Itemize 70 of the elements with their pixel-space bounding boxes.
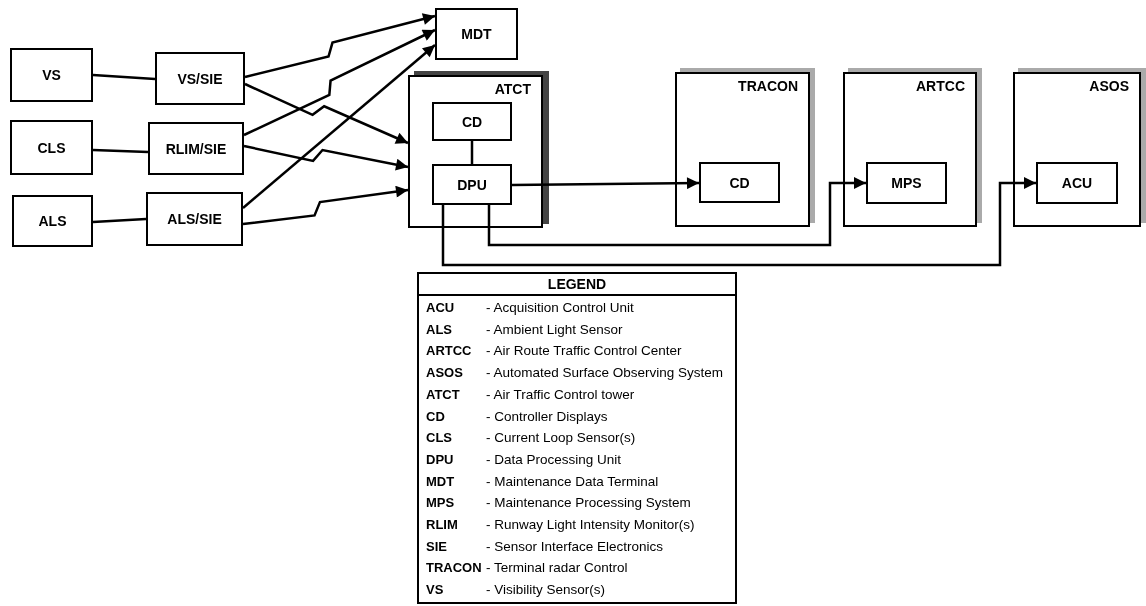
unit-box bbox=[699, 162, 780, 203]
legend-abbreviation: ASOS bbox=[426, 364, 463, 383]
unit-box bbox=[432, 164, 512, 205]
arrow bbox=[512, 177, 699, 190]
legend-abbreviation: TRACON bbox=[426, 559, 482, 578]
legend-abbreviation: CLS bbox=[426, 429, 452, 448]
unit-box bbox=[1036, 162, 1118, 204]
legend-abbreviation: ACU bbox=[426, 299, 455, 317]
connector-line bbox=[92, 148, 149, 154]
arrow bbox=[487, 177, 866, 247]
legend-definition: - Air Route Traffic Control Center bbox=[486, 342, 682, 361]
facility-label: ARTCC bbox=[916, 78, 965, 94]
unit-box bbox=[12, 195, 93, 247]
legend-definition: - Automated Surface Observing System bbox=[486, 364, 724, 383]
legend-definition: - Air Traffic Control tower bbox=[486, 385, 635, 404]
legend-definition: - Terminal radar Control bbox=[486, 559, 628, 578]
wireless-link-arrow bbox=[243, 144, 409, 171]
legend-abbreviation: MPS bbox=[426, 494, 455, 513]
legend-title: LEGEND bbox=[419, 274, 735, 296]
legend-abbreviation: SIE bbox=[426, 537, 447, 556]
legend-definition: - Maintenance Processing System bbox=[486, 494, 691, 513]
legend-definition: - Visibility Sensor(s) bbox=[486, 581, 606, 600]
legend-definition: - Acquisition Control Unit bbox=[486, 299, 634, 317]
legend-definition: - Data Processing Unit bbox=[486, 450, 622, 469]
legend-abbreviation: VS bbox=[426, 581, 444, 600]
unit-label: VS/SIE bbox=[177, 70, 223, 87]
connector-line bbox=[92, 217, 147, 224]
unit-label: VS bbox=[42, 67, 61, 83]
facility-label: ATCT bbox=[494, 81, 531, 97]
legend-definition: - Current Loop Sensor(s) bbox=[486, 429, 636, 448]
unit-label: CLS bbox=[37, 139, 66, 156]
legend-abbreviation: CD bbox=[426, 407, 445, 426]
facility-label: ASOS bbox=[1089, 78, 1129, 94]
legend-definition: - Maintenance Data Terminal bbox=[486, 472, 659, 491]
connector-line bbox=[92, 73, 156, 81]
legend-definition: - Runway Light Intensity Monitor(s) bbox=[486, 516, 695, 534]
unit-box bbox=[10, 120, 93, 175]
connector-line bbox=[470, 141, 474, 164]
wireless-link-arrow bbox=[244, 82, 409, 145]
legend-definition: - Sensor Interface Electronics bbox=[486, 537, 664, 556]
unit-label: ACU bbox=[1061, 175, 1093, 191]
unit-label: MPS bbox=[891, 175, 922, 191]
legend-definition: - Controller Displays bbox=[486, 407, 608, 426]
unit-label: CD bbox=[729, 174, 750, 191]
unit-box bbox=[146, 192, 243, 246]
wireless-link-arrow bbox=[244, 13, 436, 79]
unit-label: CD bbox=[461, 113, 483, 130]
unit-label: MDT bbox=[461, 26, 492, 42]
legend-abbreviation: RLIM bbox=[426, 516, 458, 534]
unit-box bbox=[148, 122, 244, 175]
legend-abbreviation: ALS bbox=[426, 320, 452, 339]
unit-box bbox=[10, 48, 93, 102]
legend-abbreviation: ATCT bbox=[426, 385, 460, 404]
unit-label: ALS bbox=[38, 213, 67, 229]
unit-box bbox=[432, 102, 512, 141]
arrow bbox=[242, 44, 436, 209]
legend-abbreviation: MDT bbox=[426, 472, 455, 491]
legend-definition: - Ambient Light Sensor bbox=[486, 320, 623, 339]
unit-box bbox=[435, 8, 518, 60]
unit-label: RLIM/SIE bbox=[165, 140, 227, 157]
arrow bbox=[441, 177, 1036, 267]
legend-abbreviation: DPU bbox=[426, 450, 454, 469]
legend-abbreviation: ARTCC bbox=[426, 342, 472, 361]
facility-label: TRACON bbox=[738, 78, 798, 94]
unit-box bbox=[155, 52, 245, 105]
wireless-link-arrow bbox=[242, 185, 409, 226]
unit-box bbox=[866, 162, 947, 204]
wireless-link-arrow bbox=[243, 28, 436, 137]
unit-label: DPU bbox=[457, 176, 487, 193]
unit-label: ALS/SIE bbox=[167, 211, 222, 227]
